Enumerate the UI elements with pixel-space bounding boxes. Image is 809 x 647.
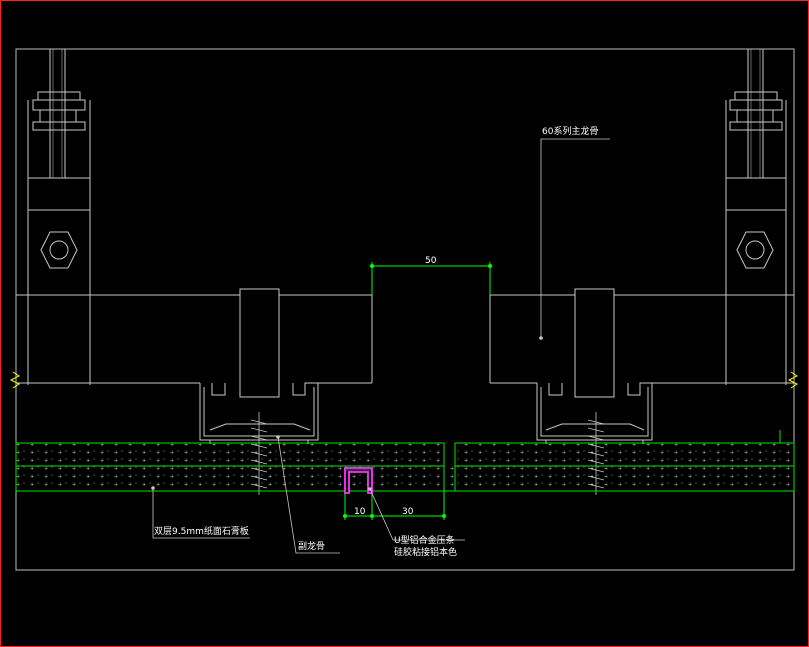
dimension-gap-50 [370, 262, 492, 295]
label-gypsum-board: 双层9.5mm纸面石膏板 [154, 525, 249, 537]
label-main-keel: 60系列主龙骨 [542, 125, 598, 137]
label-u-strip-line2: 硅胶粘接铝本色 [394, 546, 457, 558]
leader-gypsum-board [151, 486, 250, 539]
dimension-strip-offset-text: 30 [402, 507, 414, 517]
main-keel-left [16, 288, 373, 398]
dimension-strip-width-text: 10 [354, 507, 366, 517]
dimension-gap-text: 50 [425, 256, 437, 266]
main-keel-right [489, 288, 794, 398]
leader-main-keel [539, 138, 610, 340]
label-sub-keel: 副龙骨 [298, 540, 325, 552]
left-hex-nut [40, 231, 78, 269]
drawing-border [15, 48, 795, 571]
break-mark-right [787, 371, 798, 389]
sub-keel-right [536, 382, 653, 444]
label-u-strip-line1: U型铝合金压条 [394, 534, 455, 546]
leader-u-strip [368, 487, 465, 541]
left-hanger [27, 49, 91, 385]
dimension-strip-10-30 [343, 491, 446, 520]
right-hanger [725, 49, 787, 385]
leader-sub-keel [276, 435, 340, 554]
break-mark-left [9, 371, 20, 389]
gypsum-board-layers [15, 442, 795, 492]
right-hex-nut [736, 231, 774, 269]
